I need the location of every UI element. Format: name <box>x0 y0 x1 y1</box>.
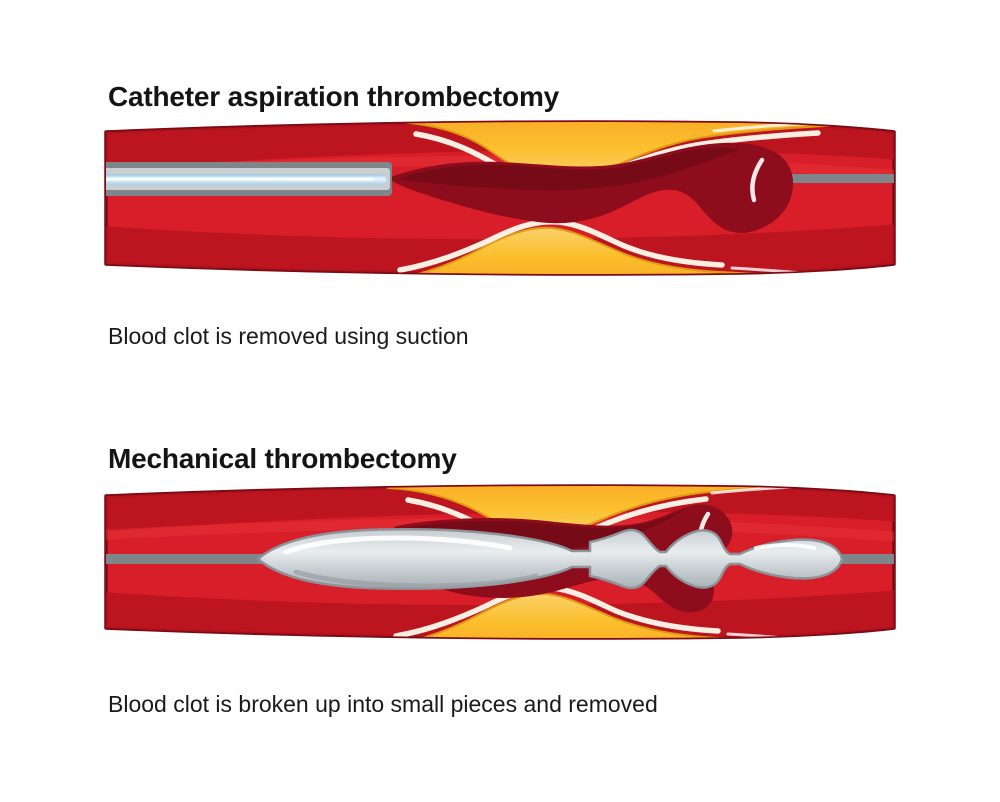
vessel-diagram-aspiration <box>104 120 896 276</box>
plaque-bottom <box>374 592 827 638</box>
device-shadow-underside <box>293 569 539 589</box>
blood-clot-shadow <box>396 147 740 191</box>
guidewire-left <box>106 554 270 564</box>
panel-2-title: Mechanical thrombectomy <box>108 443 457 475</box>
panel-1-vessel-figure <box>100 118 900 278</box>
device-body <box>256 528 844 590</box>
plaque-bottom-highlight-2 <box>730 266 836 274</box>
plaque-bottom <box>378 226 837 274</box>
panel-1-title: Catheter aspiration thrombectomy <box>108 81 560 113</box>
vessel-diagram-mechanical <box>104 484 896 640</box>
panel-1-caption: Blood clot is removed using suction <box>108 323 469 349</box>
panel-2-vessel-figure <box>100 482 900 642</box>
device-highlight-2 <box>754 543 816 550</box>
panel-2-caption: Blood clot is broken up into small piece… <box>108 691 658 717</box>
device-highlight <box>283 535 513 555</box>
mechanical-thrombectomy-device <box>256 528 844 590</box>
aspiration-catheter <box>106 162 392 196</box>
blood-clot-highlight <box>750 157 765 203</box>
